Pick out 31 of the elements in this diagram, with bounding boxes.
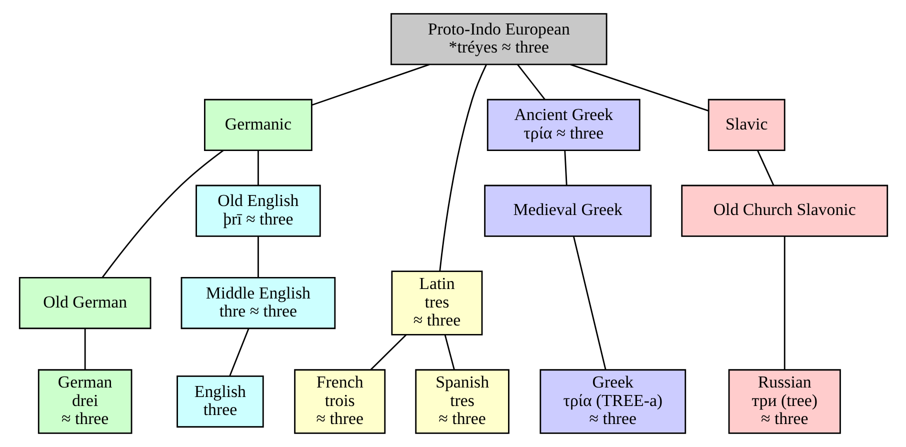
- connector: [783, 236, 785, 370]
- node-box: Greek τρία (TREE-a) ≈ three: [539, 369, 686, 434]
- node-box: English three: [176, 376, 264, 428]
- connector: [444, 334, 454, 370]
- connector: [84, 328, 86, 370]
- node-box: Old German: [18, 276, 151, 330]
- node-box: Old English þrī ≈ three: [195, 184, 320, 237]
- connector: [572, 236, 606, 370]
- node-box: Slavic: [707, 98, 785, 152]
- node-box: Medieval Greek: [484, 184, 652, 237]
- node-box: Old Church Slavonic: [680, 184, 888, 237]
- node-box: Spanish tres ≈ three: [414, 369, 509, 434]
- node-box: French trois ≈ three: [294, 369, 386, 434]
- connector: [228, 328, 249, 376]
- node-box: Russian три (tree) ≈ three: [728, 369, 840, 434]
- connector: [570, 64, 708, 112]
- connector: [370, 334, 406, 370]
- node-box: German drei ≈ three: [37, 369, 132, 434]
- node-box: Ancient Greek τρία ≈ three: [486, 98, 640, 152]
- connector: [564, 150, 567, 186]
- node-box: Latin tres ≈ three: [390, 270, 482, 336]
- connector: [756, 150, 774, 186]
- node-box: Middle English thre ≈ three: [180, 276, 336, 330]
- connector: [257, 150, 258, 186]
- node-box: Germanic: [204, 98, 312, 152]
- connector: [438, 64, 486, 272]
- connector: [516, 64, 545, 100]
- connector: [311, 64, 429, 106]
- connector: [257, 236, 258, 278]
- connector: [101, 150, 224, 278]
- node-box: Proto-Indo European *tréyes ≈ three: [390, 13, 607, 66]
